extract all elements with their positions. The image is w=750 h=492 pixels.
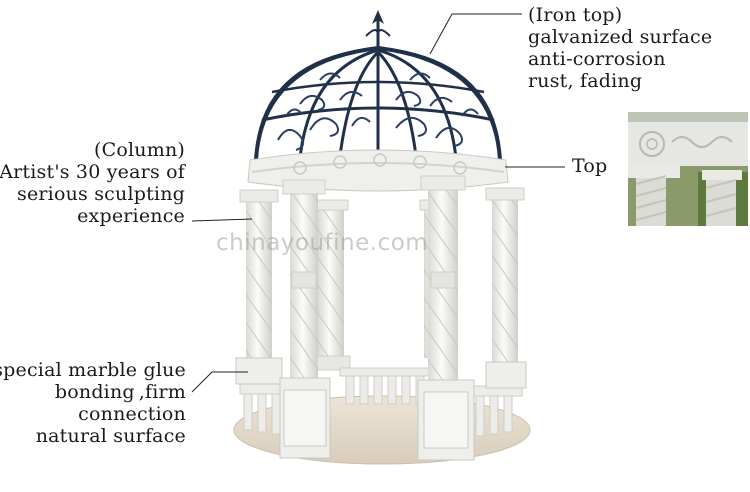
annotation-iron-top: (Iron top) galvanized surface anti-corro… — [528, 4, 712, 92]
annotation-base-line: bonding ,firm — [54, 381, 186, 403]
annotation-base-line: natural surface — [35, 425, 186, 447]
annotation-iron-top-line: galvanized surface — [528, 26, 713, 48]
watermark: chinayoufine.com — [216, 230, 429, 256]
annotation-base-line: special marble glue — [0, 359, 186, 381]
annotation-base: special marble glue bonding ,firm connec… — [0, 359, 186, 447]
annotation-column-title: (Column) — [94, 139, 185, 161]
annotation-iron-top-line: anti-corrosion — [528, 48, 666, 70]
annotation-column: (Column) Artist's 30 years of serious sc… — [0, 139, 185, 227]
detail-inset-photo — [628, 112, 748, 226]
annotation-column-line: serious sculpting — [17, 183, 185, 205]
front-columns — [239, 175, 525, 382]
annotation-column-line: Artist's 30 years of — [0, 161, 185, 183]
annotation-base-line: connection — [78, 403, 186, 425]
annotation-iron-top-line: rust, fading — [528, 70, 643, 92]
annotation-column-line: experience — [77, 205, 185, 227]
leader-iron-top — [429, 13, 522, 55]
annotation-top: Top — [572, 155, 607, 177]
leader-base — [191, 371, 248, 393]
column-pedestals — [235, 357, 527, 461]
annotation-iron-top-title: (Iron top) — [528, 4, 623, 26]
leader-column — [191, 218, 253, 222]
iron-dome — [254, 10, 502, 162]
annotation-top-label: Top — [572, 155, 608, 177]
